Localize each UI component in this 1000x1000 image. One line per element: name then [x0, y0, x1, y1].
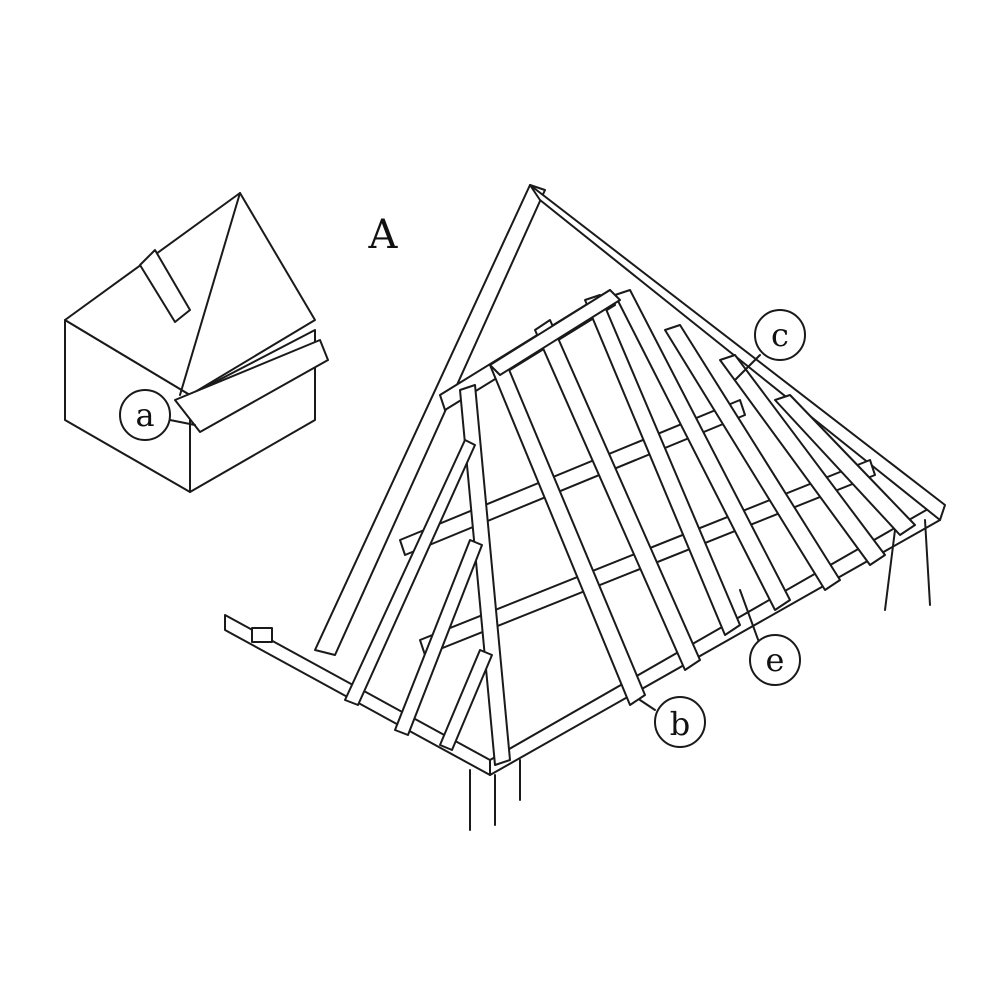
label-a: a	[135, 396, 154, 434]
label-circle-e	[749, 634, 801, 686]
roof-framing-illustration	[224, 184, 946, 831]
label-circle-a	[119, 389, 171, 441]
label-c: c	[771, 316, 789, 354]
leader-c	[734, 354, 761, 381]
leader-a	[169, 419, 196, 426]
leader-e	[739, 589, 761, 646]
label-e: e	[766, 641, 785, 679]
small-house-illustration	[64, 192, 329, 493]
leader-b	[639, 699, 656, 711]
label-b: b	[670, 705, 690, 743]
figure-title: A	[368, 212, 399, 258]
label-circle-c	[754, 309, 806, 361]
label-circle-b	[654, 696, 706, 748]
